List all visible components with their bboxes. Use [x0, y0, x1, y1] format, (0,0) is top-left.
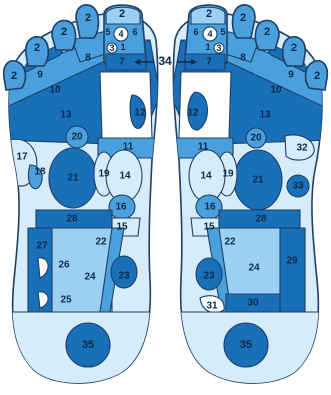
right-toe-label: 2: [314, 70, 320, 82]
right-zone-label: 22: [224, 237, 236, 248]
right-zone-label: 21: [252, 175, 264, 186]
right-zone-label: 9: [288, 70, 294, 81]
right-zone-label: 32: [296, 143, 308, 154]
right-zone-label: 30: [247, 298, 259, 309]
right-big-toe-label: 3: [216, 43, 221, 53]
right-big-toe-label: 2: [206, 8, 212, 20]
left-big-toe-label: 3: [109, 43, 114, 53]
right-zone-label: 31: [206, 301, 218, 312]
left-zone-label: 11: [123, 142, 134, 153]
left-zone-label: 24: [84, 272, 96, 283]
left-big-toe-label: 6: [132, 27, 137, 37]
right-zone-29: [280, 228, 305, 312]
right-zone-label: 16: [204, 202, 216, 213]
left-toe-label: 2: [61, 26, 67, 38]
left-big-toe-label: 2: [119, 8, 125, 20]
right-zone-label: 12: [187, 108, 199, 119]
left-zone-label: 10: [49, 85, 61, 96]
right-zone-label: 24: [248, 263, 260, 274]
right-zone-label: 29: [286, 256, 298, 267]
left-zone-label: 15: [116, 222, 128, 233]
right-toe-label: 2: [264, 26, 270, 38]
right-foot: 2 2 2 2 2 6 4 5 1 3 7 8 9 10 13 12 11 20…: [171, 5, 331, 395]
left-zone-label: 14: [119, 171, 131, 182]
right-zone-label: 23: [203, 271, 215, 282]
left-zone-label: 9: [37, 70, 43, 81]
right-zone-label: 11: [198, 142, 209, 153]
left-zone-label: 12: [134, 108, 146, 119]
right-zone-label: 35: [240, 339, 252, 351]
left-zone-label: 25: [60, 295, 72, 306]
right-zone-label: 10: [270, 85, 282, 96]
left-foot: 2 2 2 2 2 5 4 6 1 3 7 9 10 8 13 12 11 17…: [0, 5, 160, 395]
left-zone-label: 13: [60, 110, 72, 121]
left-zone-label: 22: [95, 237, 107, 248]
right-zone-label: 14: [200, 171, 212, 182]
left-zone-label: 8: [85, 53, 91, 64]
left-big-toe-label: 7: [119, 57, 125, 68]
right-big-toe-label: 7: [206, 57, 212, 68]
right-zone-label: 20: [250, 133, 262, 144]
left-zone-label: 26: [58, 260, 70, 271]
right-big-toe-label: 5: [220, 27, 225, 37]
right-zone-label: 28: [255, 214, 267, 225]
left-zone-label: 28: [66, 214, 78, 225]
left-big-toe-label: 4: [118, 29, 123, 39]
right-zone-label: 13: [259, 110, 271, 121]
left-zone-label: 20: [71, 132, 83, 143]
left-toe-label: 2: [85, 12, 91, 24]
right-zone-label: 33: [292, 181, 304, 192]
left-zone-label: 19: [98, 169, 110, 180]
pointer-label: 34: [158, 54, 172, 68]
left-zone-label: 35: [82, 339, 94, 351]
left-toe-label: 2: [34, 42, 40, 54]
left-zone-label: 27: [36, 241, 48, 252]
left-zone-label: 23: [118, 271, 130, 282]
right-zone-label: 19: [222, 169, 234, 180]
right-toe-label: 2: [291, 42, 297, 54]
left-big-toe-label: 1: [120, 42, 125, 52]
left-zone-label: 17: [16, 152, 28, 163]
left-big-toe-label: 5: [105, 27, 110, 37]
right-big-toe-label: 1: [205, 42, 210, 52]
right-big-toe-label: 4: [207, 29, 212, 39]
left-zone-label: 18: [34, 167, 46, 178]
left-zone-label: 21: [67, 173, 79, 184]
left-toe-label: 2: [11, 70, 17, 82]
right-zone-label: 8: [240, 53, 246, 64]
right-zone-label: 15: [203, 222, 215, 233]
left-zone-label: 16: [115, 202, 127, 213]
right-toe-label: 2: [240, 12, 246, 24]
right-big-toe-label: 6: [193, 27, 198, 37]
